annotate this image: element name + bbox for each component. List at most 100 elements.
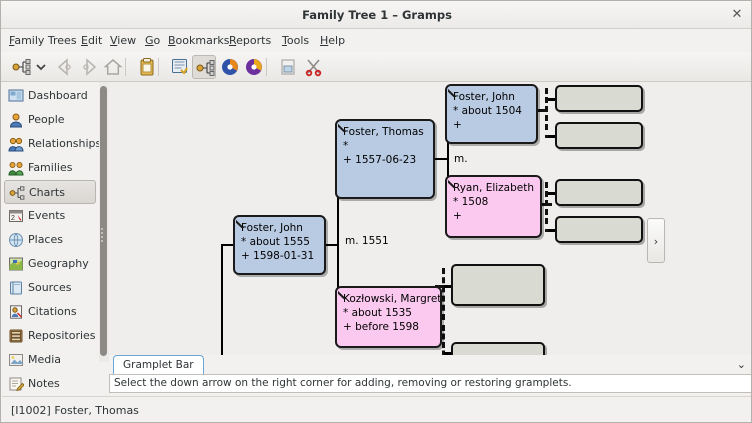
menu-help[interactable]: Help <box>320 34 346 47</box>
person-box-fold-icon <box>236 218 246 228</box>
people-icon <box>8 112 24 128</box>
sidebar-item-relationships[interactable]: Relationships <box>4 132 99 156</box>
relationships-icon <box>8 136 24 152</box>
person-name: Foster, Thomas <box>343 126 424 138</box>
sidebar-item-label: Dashboard <box>28 89 88 102</box>
person-box-person-foster-john-1555[interactable]: Foster, John* about 1555+ 1598-01-31 <box>233 215 326 275</box>
empty-person-box[interactable] <box>451 342 545 355</box>
sidebar-item-label: Places <box>28 233 63 246</box>
dashed-connector-d-vertical <box>442 325 445 355</box>
dashed-connector-c-stem <box>435 285 445 288</box>
person-box-fold-icon <box>448 87 458 97</box>
sidebar-item-places[interactable]: Places <box>4 228 96 252</box>
chart-next-generation-button[interactable]: › <box>647 218 665 263</box>
sidebar-item-geography[interactable]: Geography <box>4 252 96 276</box>
menu-edit[interactable]: Edit <box>81 34 103 47</box>
person-box-fold-icon <box>448 178 458 188</box>
chevron-down-icon[interactable]: ⌄ <box>736 358 746 371</box>
empty-person-box[interactable] <box>555 179 643 206</box>
dashed-connector-a-stem <box>538 109 548 112</box>
toolbar-configure-icon[interactable] <box>168 55 192 79</box>
sidebar-item-label: People <box>28 113 65 126</box>
sidebar-item-label: Events <box>28 209 66 222</box>
sidebar-item-label: Media <box>28 353 62 366</box>
toolbar-chevron-down-icon[interactable] <box>33 55 49 79</box>
toolbar-person-add-icon[interactable] <box>9 55 33 79</box>
connector-stub-1 <box>548 135 557 138</box>
person-box-person-ryan-elizabeth[interactable]: Ryan, Elizabeth* 1508+ <box>445 175 542 238</box>
media-icon <box>8 352 24 368</box>
marriage-label: m. <box>454 153 468 165</box>
sidebar-resize-grip[interactable] <box>101 226 105 248</box>
toolbar-back-icon[interactable] <box>53 55 77 79</box>
sidebar-item-repositories[interactable]: Repositories <box>4 324 96 348</box>
sidebar-item-sources[interactable]: Sources <box>4 276 96 300</box>
sidebar-item-families[interactable]: Families <box>4 156 96 180</box>
sidebar-item-media[interactable]: Media <box>4 348 96 372</box>
status-bar: [I1002] Foster, Thomas <box>2 396 751 422</box>
connector-stub-2 <box>548 192 557 195</box>
menu-reports[interactable]: Reports <box>229 34 272 47</box>
svg-text:2: 2 <box>11 215 15 222</box>
menu-view[interactable]: View <box>110 34 137 47</box>
sidebar-item-dashboard[interactable]: Dashboard <box>4 84 96 108</box>
sidebar-scrollbar-thumb[interactable] <box>100 86 107 356</box>
close-icon[interactable]: ✕ <box>731 7 743 22</box>
sources-icon <box>8 280 24 296</box>
title-bar: Family Tree 1 – Gramps ✕ <box>1 1 751 29</box>
person-birth: * <box>343 140 349 152</box>
empty-person-box[interactable] <box>555 122 643 149</box>
person-birth: * about 1504 <box>453 105 522 117</box>
repositories-icon <box>8 328 24 344</box>
toolbar-merge-icon[interactable] <box>302 55 326 79</box>
connector-thomas-right <box>435 158 449 160</box>
toolbar-tools-icon[interactable] <box>242 55 266 79</box>
sidebar-item-label: Families <box>28 161 73 174</box>
toolbar-clipboard-icon[interactable] <box>135 55 159 79</box>
person-birth: * about 1535 <box>343 307 412 319</box>
person-box-fold-icon <box>338 122 348 132</box>
tab-gramplet-bar[interactable]: Gramplet Bar <box>113 355 204 374</box>
sidebar-item-label: Notes <box>28 377 60 390</box>
dashed-connector-c-vertical <box>442 268 445 320</box>
person-box-fold-icon <box>338 289 348 299</box>
sidebar-item-people[interactable]: People <box>4 108 96 132</box>
toolbar-media-icon[interactable] <box>276 55 300 79</box>
sidebar-item-label: Sources <box>28 281 72 294</box>
menu-family-trees[interactable]: Family Trees <box>9 34 77 47</box>
status-bar-text: [I1002] Foster, Thomas <box>11 404 139 417</box>
sidebar-item-label: Charts <box>29 186 65 199</box>
empty-person-box[interactable] <box>451 264 545 306</box>
window-title: Family Tree 1 – Gramps <box>302 8 452 22</box>
person-box-person-foster-john-1504[interactable]: Foster, John* about 1504+ <box>445 84 538 144</box>
sidebar-scrollbar[interactable] <box>99 82 109 362</box>
toolbar-reports-icon[interactable] <box>218 55 242 79</box>
toolbar-charts-view-icon[interactable] <box>192 55 216 79</box>
connector-stub-4 <box>444 285 453 288</box>
menu-go[interactable]: Go <box>145 34 161 47</box>
sidebar-item-events[interactable]: 2 Events <box>4 204 96 228</box>
empty-person-box[interactable] <box>555 85 643 112</box>
person-box-person-foster-thomas[interactable]: Foster, Thomas*+ 1557-06-23 <box>335 119 435 199</box>
toolbar-forward-icon[interactable] <box>77 55 101 79</box>
sidebar-item-notes[interactable]: Notes <box>4 372 96 395</box>
geography-icon <box>8 256 24 272</box>
person-box-person-kozlowski-margret[interactable]: Kozłowski, Margret* about 1535+ before 1… <box>335 286 442 348</box>
sidebar-item-label: Repositories <box>28 329 96 342</box>
connector-root-right <box>326 244 338 246</box>
sidebar-item-charts[interactable]: Charts <box>4 180 96 204</box>
person-death: + 1598-01-31 <box>241 250 315 262</box>
marriage-label: m. 1551 <box>345 235 389 247</box>
toolbar-home-icon[interactable] <box>101 55 125 79</box>
families-icon <box>8 160 24 176</box>
sidebar-item-citations[interactable]: Citations <box>4 300 96 324</box>
charts-icon <box>9 185 25 201</box>
menu-tools[interactable]: Tools <box>282 34 310 47</box>
person-name: Foster, John <box>241 222 303 234</box>
menu-bookmarks[interactable]: Bookmarks <box>168 34 230 47</box>
empty-person-box[interactable] <box>555 216 643 243</box>
